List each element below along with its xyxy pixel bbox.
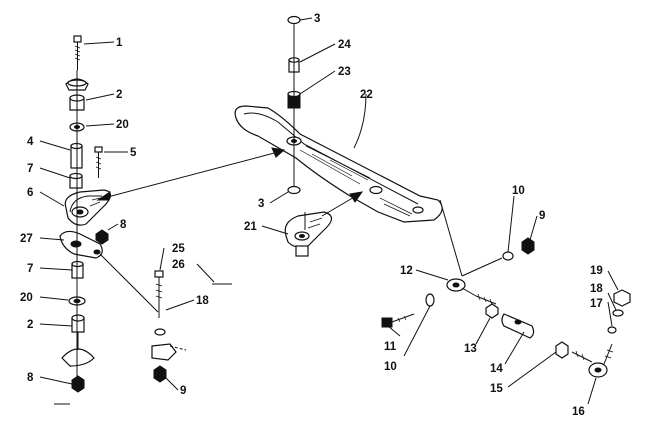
label-5: 5 bbox=[130, 147, 137, 159]
label-2b: 2 bbox=[27, 319, 33, 331]
label-13: 13 bbox=[464, 343, 477, 355]
rod-end-16 bbox=[571, 350, 608, 378]
callout-labels: 1 2 20 4 7 5 6 8 27 7 20 2 8 25 26 18 9 … bbox=[20, 13, 603, 418]
label-7b: 7 bbox=[27, 263, 33, 275]
nut-9-mid bbox=[153, 365, 167, 383]
leader-lines bbox=[39, 17, 619, 405]
label-18b: 18 bbox=[590, 283, 603, 295]
washer-10-lower bbox=[425, 293, 435, 307]
label-10b: 10 bbox=[384, 361, 397, 373]
spacer-mid bbox=[151, 343, 187, 361]
label-26: 26 bbox=[172, 259, 185, 271]
label-20: 20 bbox=[116, 119, 129, 131]
tie-bar-22 bbox=[234, 105, 443, 223]
arrow-link-right bbox=[321, 191, 364, 217]
washer-10-upper bbox=[502, 251, 514, 261]
label-24: 24 bbox=[338, 39, 351, 51]
nut-8-upper bbox=[95, 229, 109, 245]
nut-2-lower bbox=[71, 314, 85, 333]
label-3: 3 bbox=[314, 13, 320, 25]
label-3b: 3 bbox=[258, 198, 264, 210]
rod-end-12 bbox=[446, 278, 497, 306]
label-10: 10 bbox=[512, 185, 525, 197]
label-7: 7 bbox=[27, 163, 33, 175]
washer-3-lower bbox=[287, 185, 301, 195]
nut-19 bbox=[613, 289, 631, 307]
washer-3-top bbox=[287, 15, 301, 25]
label-16: 16 bbox=[572, 406, 585, 418]
leader-to-bolt bbox=[99, 253, 159, 313]
label-20b: 20 bbox=[20, 292, 33, 304]
bolt-19-stud bbox=[603, 343, 614, 365]
nut-15 bbox=[555, 341, 569, 359]
label-15: 15 bbox=[490, 383, 503, 395]
label-18: 18 bbox=[196, 295, 209, 307]
label-27: 27 bbox=[20, 233, 33, 245]
bolt-5 bbox=[94, 146, 103, 178]
label-6: 6 bbox=[27, 187, 33, 199]
label-1: 1 bbox=[116, 37, 123, 49]
label-11: 11 bbox=[384, 341, 397, 353]
steering-arm-21 bbox=[284, 211, 333, 257]
label-22: 22 bbox=[360, 89, 373, 101]
label-12: 12 bbox=[400, 265, 413, 277]
bushing-7-top bbox=[69, 172, 83, 189]
label-9: 9 bbox=[180, 385, 186, 397]
label-9b: 9 bbox=[539, 210, 545, 222]
base-cup bbox=[61, 332, 95, 367]
label-8: 8 bbox=[120, 219, 127, 231]
arrow-link-left bbox=[96, 147, 286, 201]
nut-13 bbox=[485, 303, 499, 319]
nut-9-right bbox=[521, 237, 535, 255]
bolt-11 bbox=[381, 313, 415, 328]
bolt-25 bbox=[154, 270, 164, 318]
sleeve-14 bbox=[501, 313, 535, 339]
leader-washer bbox=[461, 257, 503, 277]
label-4: 4 bbox=[27, 136, 34, 148]
label-2: 2 bbox=[116, 89, 122, 101]
steering-arm-6 bbox=[64, 189, 112, 226]
label-8b: 8 bbox=[27, 372, 34, 384]
label-21: 21 bbox=[244, 221, 257, 233]
nut-8-lower bbox=[71, 375, 85, 393]
washer-17 bbox=[607, 326, 617, 334]
washer-18-mid bbox=[154, 328, 166, 336]
label-14: 14 bbox=[490, 363, 503, 375]
label-17: 17 bbox=[590, 298, 603, 310]
label-25: 25 bbox=[172, 243, 185, 255]
bolt-1 bbox=[73, 35, 82, 70]
washer-18-right bbox=[612, 309, 624, 317]
leader-tie-rod bbox=[439, 199, 463, 277]
bracket-27 bbox=[59, 230, 103, 259]
label-23: 23 bbox=[338, 66, 351, 78]
label-19: 19 bbox=[590, 265, 603, 277]
